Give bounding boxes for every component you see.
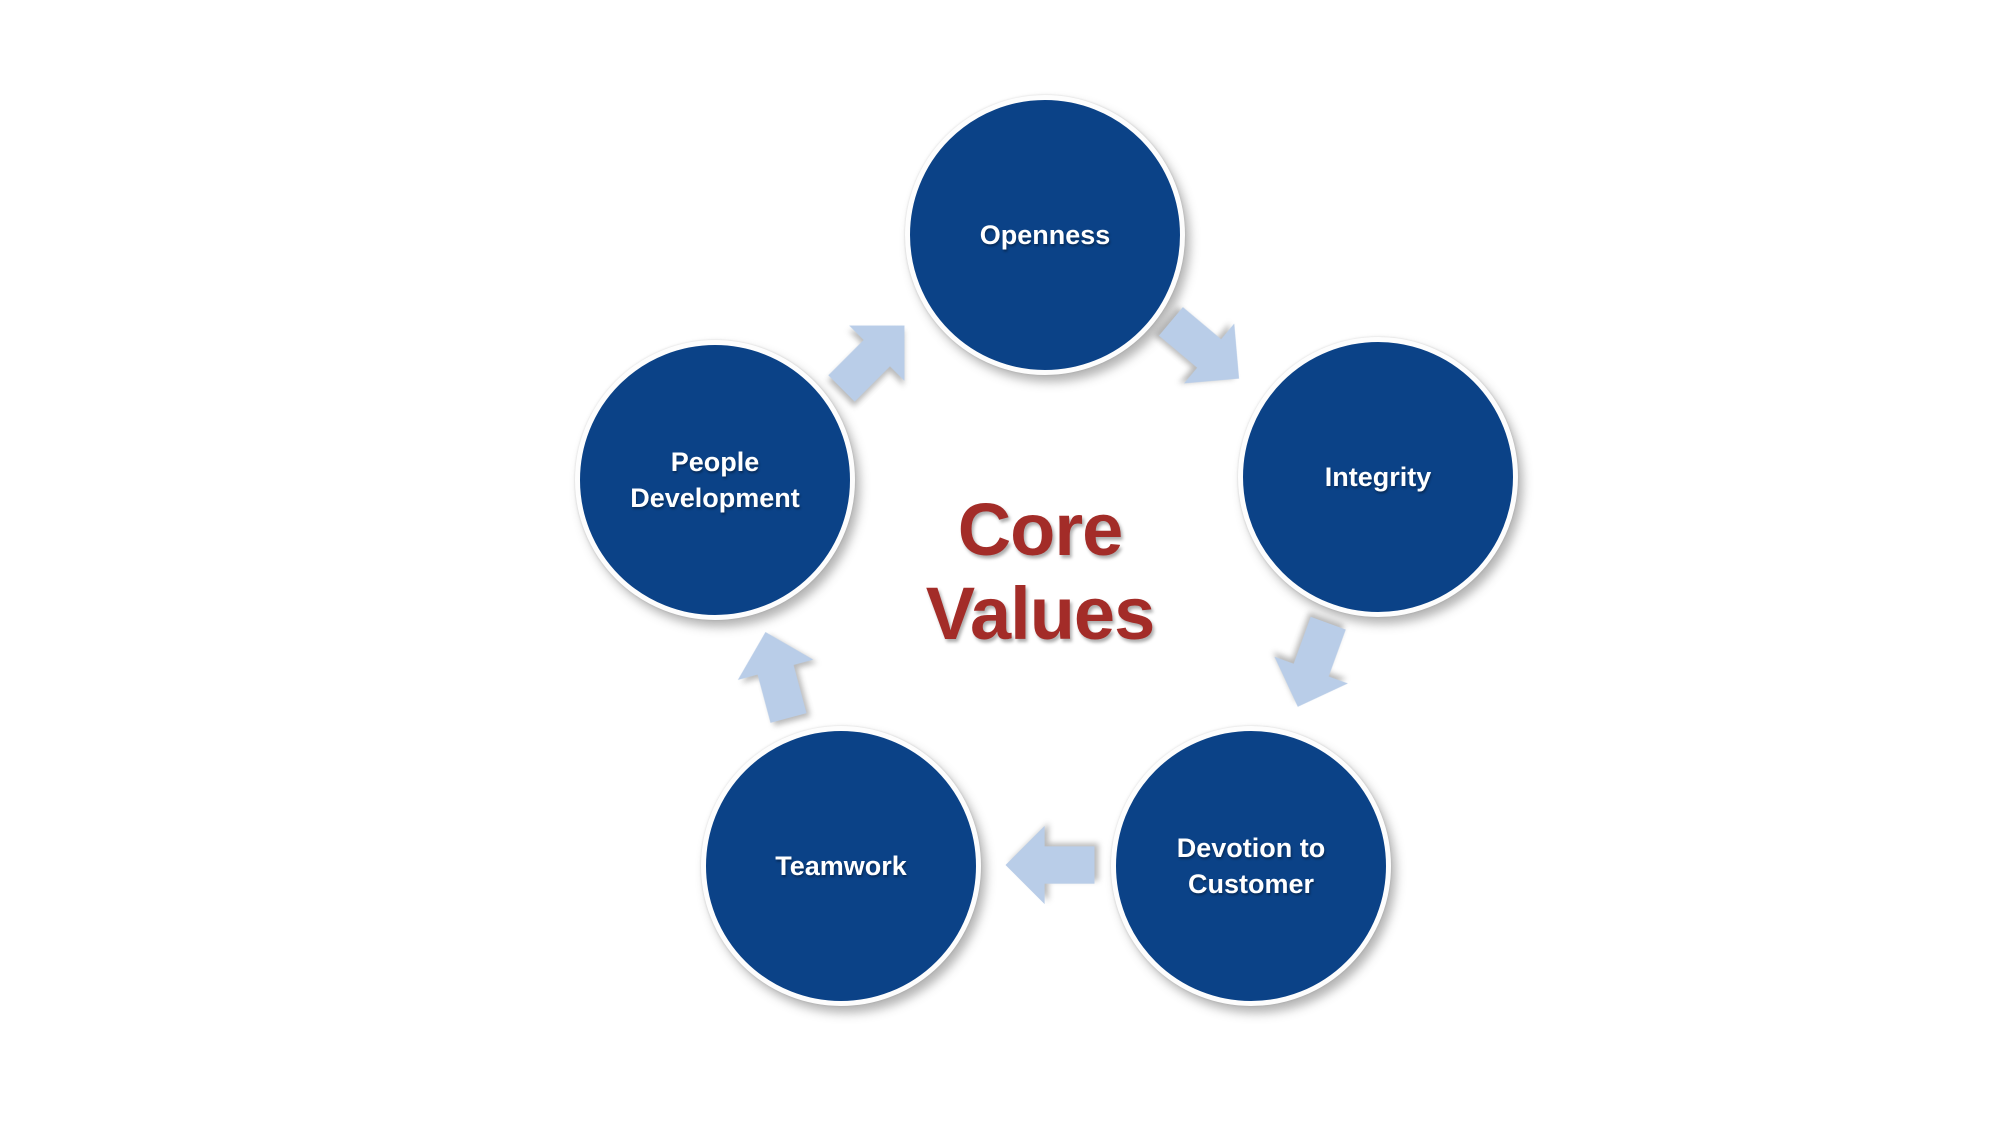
node-openness-label: Openness	[979, 219, 1111, 250]
node-integrity-label: Integrity	[1324, 461, 1432, 492]
cycle-arrow-teamwork-to-people-icon	[737, 632, 814, 723]
arrow-shape	[737, 632, 814, 723]
cycle-arrow-people-to-openness-icon	[828, 325, 905, 402]
diagram-title: Core Values	[890, 488, 1190, 657]
diagram-title-line-1: Core	[957, 488, 1124, 571]
diagram-title-line-2: Values	[925, 572, 1156, 656]
node-people-development: People Development	[575, 340, 855, 620]
arrow-shape	[1005, 825, 1095, 905]
node-openness: Openness	[905, 95, 1185, 375]
arrow-shape	[1158, 307, 1240, 384]
node-devotion-to-customer-label: Devotion to Customer	[1176, 832, 1326, 899]
cycle-arrow-devotion-to-teamwork-icon	[1005, 825, 1095, 905]
node-teamwork: Teamwork	[701, 726, 981, 1006]
node-integrity: Integrity	[1238, 337, 1518, 617]
arrow-shape	[828, 325, 905, 402]
node-teamwork-label: Teamwork	[775, 850, 907, 881]
node-people-development-label: People Development	[630, 446, 800, 513]
cycle-arrow-openness-to-integrity-icon	[1158, 307, 1240, 384]
cycle-arrow-integrity-to-devotion-icon	[1274, 616, 1348, 707]
node-devotion-to-customer: Devotion to Customer	[1111, 726, 1391, 1006]
arrow-shape	[1274, 616, 1348, 707]
